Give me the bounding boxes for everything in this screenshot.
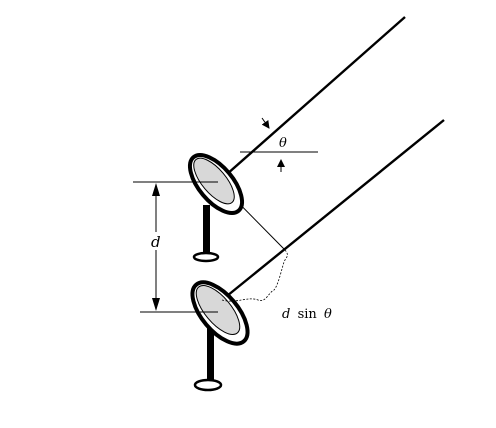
path-difference-brace	[221, 249, 288, 302]
bottom-dish-face	[195, 285, 241, 335]
bottom-dish-post	[207, 325, 214, 383]
bottom-dish-antenna	[190, 280, 250, 392]
top-dish-base	[192, 251, 220, 263]
spacing-label: d	[151, 233, 161, 251]
path-difference-label: d sin θ	[282, 306, 332, 322]
bottom-dish-base	[193, 378, 223, 392]
theta-label: θ	[279, 136, 287, 151]
lower-ray	[221, 119, 445, 301]
top-dish-antenna	[188, 153, 244, 263]
angle-arrows	[261, 117, 285, 172]
top-dish-face	[193, 157, 235, 205]
top-dish-post	[203, 205, 210, 255]
upper-ray	[217, 16, 406, 183]
baseline-dimension	[133, 181, 218, 313]
